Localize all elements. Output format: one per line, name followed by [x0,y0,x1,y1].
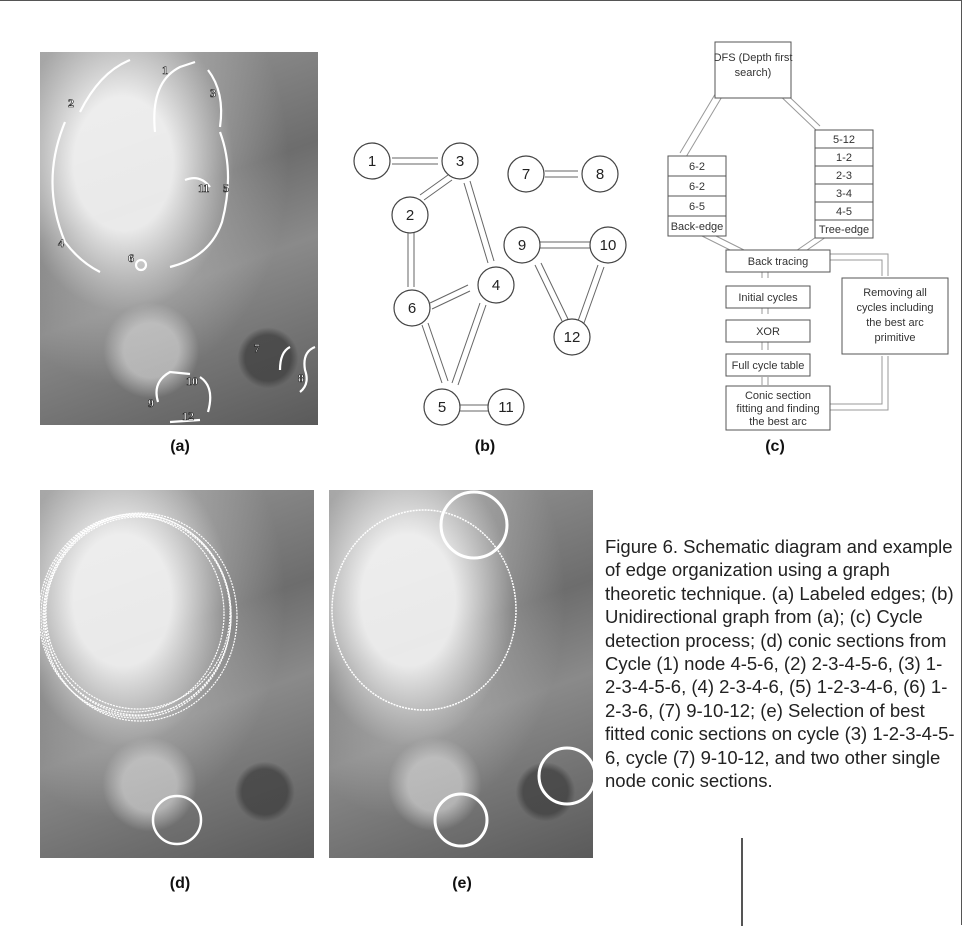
edge-3-4-b [470,181,494,261]
tree-edge-5: 4-5 [836,206,852,218]
edge-label-5: 5 [223,181,229,195]
node-label-6: 6 [408,300,416,317]
dfs-label-1: DFS (Depth first [714,52,793,64]
edge-label-4: 4 [58,236,64,250]
panel-label-b: (b) [455,438,515,456]
arrow-loop-right [827,356,888,410]
edge-8 [300,347,315,392]
crater-image-d [40,490,314,858]
node-label-3: 3 [456,153,464,170]
crater-image-e [329,490,593,858]
figure-caption: Figure 6. Schematic diagram and example … [605,535,955,792]
xor-label: XOR [756,326,780,338]
tree-edge-2: 1-2 [836,152,852,164]
panel-label-a: (a) [150,438,210,456]
tree-edge-3: 2-3 [836,170,852,182]
frame-divider [741,838,743,926]
edge-label-3: 3 [210,86,216,100]
dfs-label-2: search) [735,67,772,79]
conic-overlay-d [40,490,314,858]
arrow-4 [762,377,768,385]
node-label-7: 7 [522,166,530,183]
single-node-conic-2 [539,748,593,804]
edge-6 [136,260,146,270]
edge-3-4-a [464,183,488,263]
edge-7 [280,347,290,370]
edge-5 [170,132,228,267]
edge-1 [154,62,195,132]
node-label-9: 9 [518,237,526,254]
node-label-4: 4 [492,277,500,294]
tree-edge-header: Tree-edge [819,224,869,236]
edge-label-6: 6 [128,251,134,265]
edge-6-4-a [430,285,468,303]
panel-label-e: (e) [432,875,492,893]
best-conic-cycle-7 [435,794,487,846]
conic-fit-5 [46,517,230,709]
back-edge-2: 6-2 [689,181,705,193]
node-label-1: 1 [368,153,376,170]
edge-9-12-b [541,263,568,319]
flowchart-c: DFS (Depth first search) 6-2 6-2 6-5 Bac… [660,38,955,433]
edge-4-5-b [458,305,486,385]
conic-label-1: Conic section [745,390,811,402]
conic-overlay-e [329,490,593,858]
edge-label-11: 11 [198,181,209,195]
node-label-8: 8 [596,166,604,183]
back-tracing-label: Back tracing [748,256,809,268]
edge-label-10: 10 [186,374,198,388]
arrow-3 [762,342,768,350]
edge-2 [80,60,130,112]
removing-label-2: cycles including [856,302,933,314]
edge-label-8: 8 [298,371,304,385]
single-node-conic-1 [441,492,507,558]
tree-edge-1: 5-12 [833,134,855,146]
edge-label-7: 7 [254,341,260,355]
edge-9-12-a [535,265,562,321]
back-edge-3: 6-5 [689,201,705,213]
conic-label-3: the best arc [749,416,807,428]
full-cycle-table-label: Full cycle table [732,360,805,372]
back-edge-1: 6-2 [689,161,705,173]
removing-label-3: the best arc [866,317,924,329]
edge-10 [200,377,210,412]
panel-label-d: (d) [150,875,210,893]
node-label-10: 10 [600,237,617,254]
removing-label-4: primitive [875,332,916,344]
node-label-5: 5 [438,399,446,416]
node-label-12: 12 [564,329,581,346]
edge-2-3-a [420,175,448,195]
conic-fit-4 [43,513,237,721]
back-edge-header: Back-edge [671,221,724,233]
conic-fit-7 [153,796,201,844]
edge-label-9: 9 [148,396,154,410]
edge-6-4-b [432,291,470,309]
initial-cycles-label: Initial cycles [738,292,798,304]
edge-label-1: 1 [162,63,168,77]
edge-2-3-b [424,180,452,200]
panel-label-c: (c) [745,438,805,456]
node-label-11: 11 [498,399,514,416]
crater-image-a: 1 2 3 4 5 6 7 8 9 10 11 12 [40,52,318,425]
edge-4-5-a [452,303,480,383]
node-label-2: 2 [406,207,414,224]
graph-b: 1 2 3 4 5 6 7 8 9 10 11 12 [350,135,630,435]
tree-edge-4: 3-4 [836,188,852,200]
edge-label-12: 12 [182,409,194,423]
edge-label-2: 2 [68,96,74,110]
removing-label-1: Removing all [863,287,927,299]
best-conic-cycle-3 [332,510,516,710]
edge-overlay-a: 1 2 3 4 5 6 7 8 9 10 11 12 [40,52,318,425]
edge-9 [157,372,191,402]
conic-label-2: fitting and finding [736,403,819,415]
